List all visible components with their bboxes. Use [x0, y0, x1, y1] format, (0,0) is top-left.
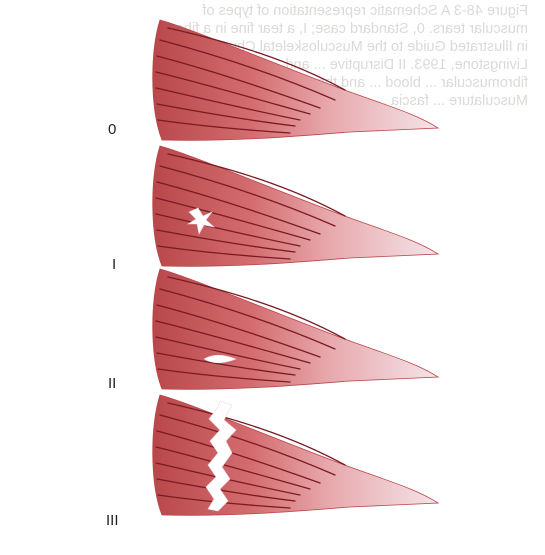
- muscle-grade-II: [153, 269, 438, 389]
- muscle-belly: [153, 269, 438, 389]
- muscle-grade-III: [153, 395, 438, 515]
- muscle-grade-0: [153, 20, 438, 140]
- muscle-belly: [153, 20, 438, 140]
- muscle-belly: [153, 395, 438, 515]
- muscle-belly: [153, 146, 438, 266]
- muscle-grade-I: [153, 146, 438, 266]
